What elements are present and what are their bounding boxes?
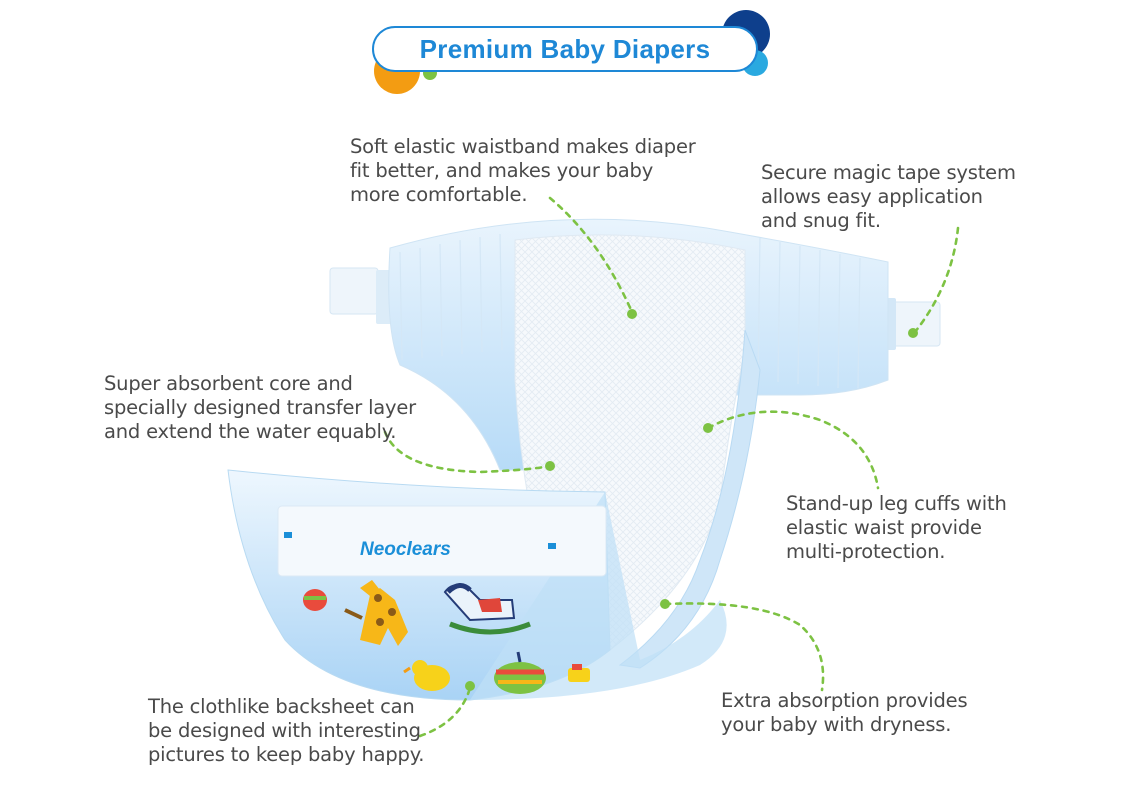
callout-line: fit better, and makes your baby [350,159,654,182]
title-pill: Premium Baby Diapers [372,26,758,72]
waistband-ribs [399,233,861,389]
leader-tape [913,226,960,334]
callout-line: Stand-up leg cuffs with [786,492,1007,515]
callout-line: multi-protection. [786,540,946,563]
callout-line: Extra absorption provides [721,689,968,712]
leader-core [383,430,552,474]
landing-zone [277,505,607,577]
callout-line: more comfortable. [350,183,528,206]
callout-backsheet: The clothlike backsheet can be designed … [148,695,424,767]
callout-line: pictures to keep baby happy. [148,743,425,766]
callout-cuffs: Stand-up leg cuffs with elastic waist pr… [786,492,1007,564]
leader-extra [663,602,825,692]
callout-core: Super absorbent core and specially desig… [104,372,416,444]
callout-line: specially designed transfer layer [104,396,416,419]
duck-print [403,660,450,691]
callout-line: allows easy application [761,185,983,208]
toy-car-print [568,664,590,682]
leader-lines [383,196,960,738]
callout-extra: Extra absorption provides your baby with… [721,689,968,737]
callout-waistband: Soft elastic waistband makes diaper fit … [350,135,696,207]
giraffe-print [344,580,408,646]
callout-line: The clothlike backsheet can [148,695,415,718]
callout-line: and extend the water equably. [104,420,397,443]
spinning-top-print-1 [303,589,327,611]
leader-waistband [548,196,634,314]
rocking-horse-print [443,583,531,635]
brand-logo: Neoclears [360,539,451,560]
callout-tape: Secure magic tape system allows easy app… [761,161,1016,233]
title-badge: Premium Baby Diapers [360,8,780,94]
leader-cuffs [706,410,880,490]
landing-mark-right [548,543,556,549]
left-tape [329,267,398,324]
callout-line: elastic waist provide [786,516,982,539]
callout-line: and snug fit. [761,209,881,232]
leader-end-dots [465,309,918,691]
callout-line: Secure magic tape system [761,161,1016,184]
callout-line: Super absorbent core and [104,372,353,395]
callout-line: be designed with interesting [148,719,421,742]
callout-line: Soft elastic waistband makes diaper [350,135,696,158]
landing-mark-left [284,532,292,538]
callout-line: your baby with dryness. [721,713,952,736]
page-title: Premium Baby Diapers [419,33,711,64]
leader-backsheet [418,686,472,738]
front-panel-side [470,492,727,700]
spinning-top-print-2 [494,651,546,694]
